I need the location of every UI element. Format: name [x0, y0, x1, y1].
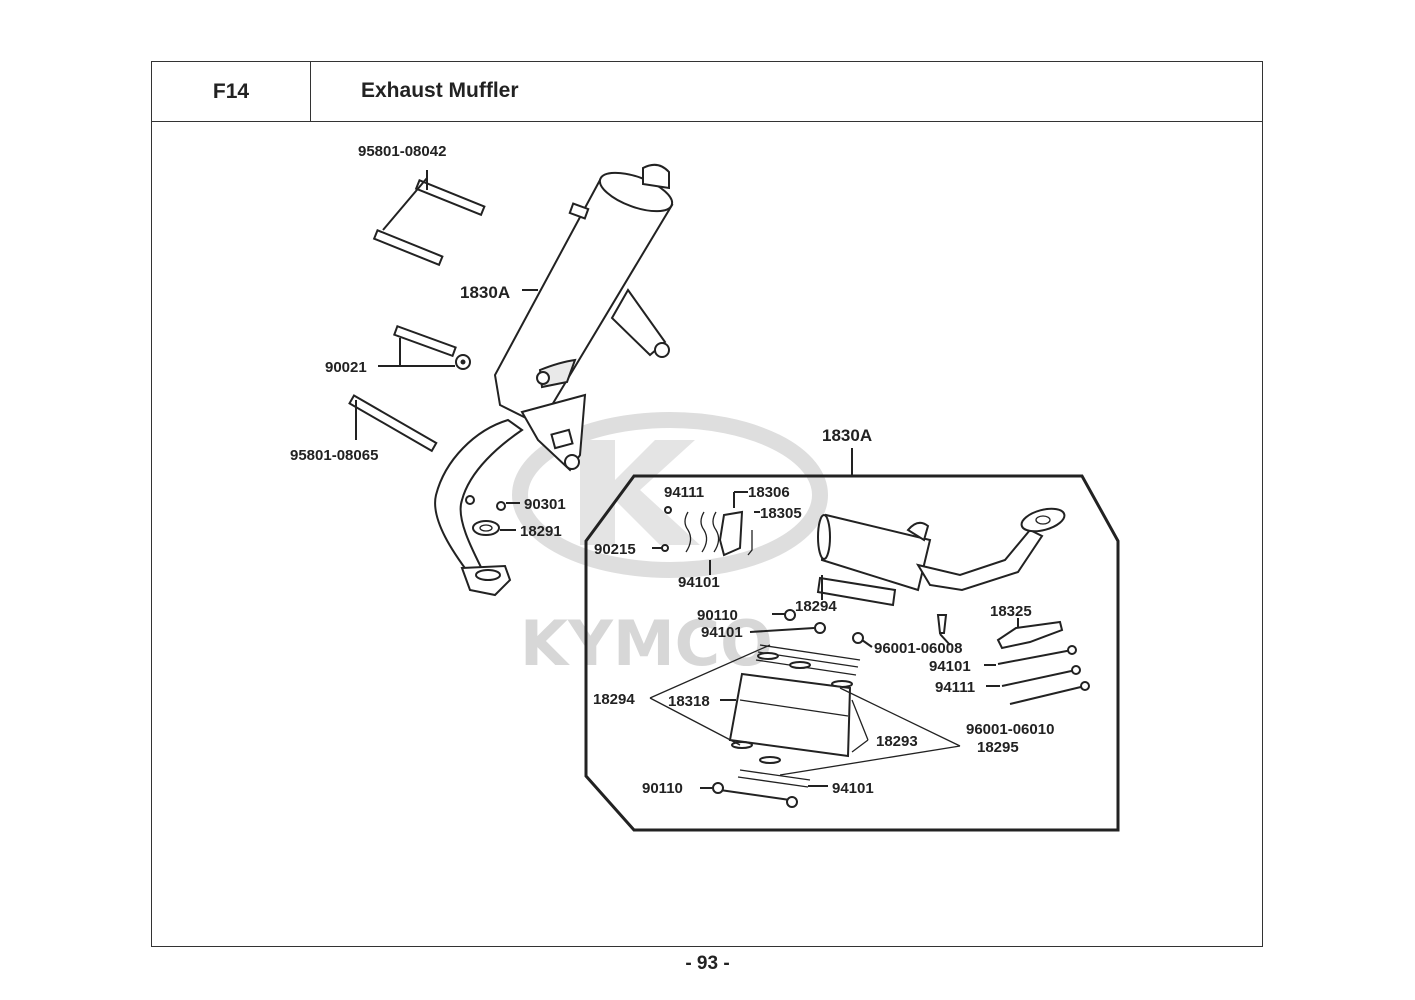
- label-1830A-box: 1830A: [822, 426, 872, 445]
- label-94101-b: 94101: [701, 624, 743, 641]
- muffler-main-drawing: [348, 163, 674, 597]
- label-18318: 18318: [668, 693, 710, 710]
- label-96001-06008: 96001-06008: [874, 640, 962, 657]
- page-number: - 93 -: [685, 953, 730, 974]
- label-95801-08042: 95801-08042: [358, 143, 446, 160]
- label-94101-a: 94101: [678, 574, 720, 591]
- detail-box: [584, 448, 1120, 832]
- label-94101-d: 94101: [832, 780, 874, 797]
- detail-parts-drawing: [661, 506, 1090, 808]
- watermark-brand: KYMCO: [520, 607, 773, 680]
- label-90301: 90301: [524, 496, 566, 513]
- label-18294-a: 18294: [795, 598, 837, 615]
- page-frame: [151, 61, 1263, 947]
- section-title: Exhaust Muffler: [310, 61, 1263, 122]
- kymco-watermark-logo: KYMCO: [512, 412, 828, 680]
- leader-lines-box: [649, 491, 1019, 789]
- label-94111-top: 94111: [664, 484, 704, 501]
- label-90110-a: 90110: [697, 607, 738, 624]
- label-18294-b: 18294: [593, 691, 635, 708]
- label-18295: 18295: [977, 739, 1019, 756]
- label-18305: 18305: [760, 505, 802, 522]
- label-18293: 18293: [876, 733, 918, 750]
- label-18291: 18291: [520, 523, 562, 540]
- label-96001-06010: 96001-06010: [966, 721, 1054, 738]
- label-1830A-main: 1830A: [460, 283, 510, 302]
- leader-lines-left: [355, 170, 538, 531]
- label-94111-b: 94111: [935, 679, 975, 696]
- label-90021: 90021: [325, 359, 367, 376]
- label-18325: 18325: [990, 603, 1032, 620]
- label-95801-08065: 95801-08065: [290, 447, 378, 464]
- label-90215: 90215: [594, 541, 636, 558]
- label-90110-b: 90110: [642, 780, 683, 797]
- label-94101-c: 94101: [929, 658, 971, 675]
- label-18306: 18306: [748, 484, 790, 501]
- section-code: F14: [151, 61, 311, 122]
